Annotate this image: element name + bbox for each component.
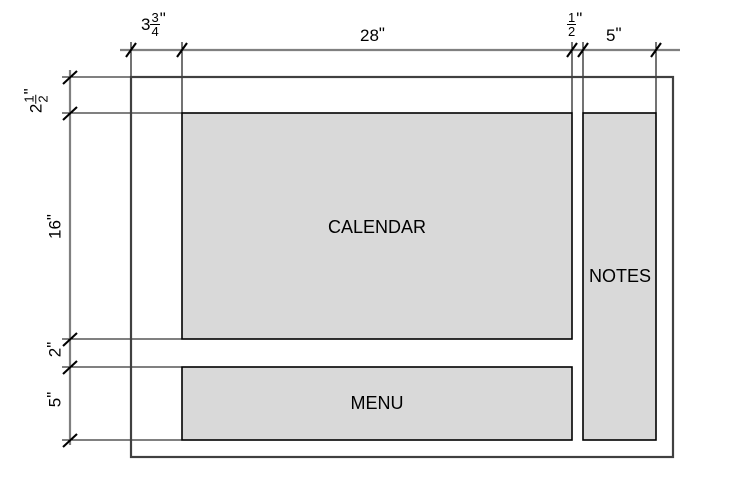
tick-v-frame-top <box>62 70 78 85</box>
notes-panel-label: NOTES <box>588 266 651 286</box>
dimension-lines <box>68 48 680 445</box>
calendar-panel[interactable] <box>181 112 573 340</box>
tick-v-menu-top <box>62 360 78 375</box>
tick-h-notes-right <box>650 42 662 58</box>
dim-unit-left-margin: " <box>159 9 166 28</box>
dimension-ticks <box>62 42 662 448</box>
tick-h-calendar-left <box>176 42 188 58</box>
tick-h-calendar-right <box>566 42 578 58</box>
dimension-label-calendar-width: 28" <box>360 24 385 45</box>
notes-panel[interactable] <box>582 112 657 441</box>
tick-v-calendar-top <box>62 106 78 121</box>
calendar-panel-label: CALENDAR <box>327 217 427 237</box>
dimension-label-calendar-height: 16" <box>43 214 65 239</box>
tick-v-menu-bottom <box>62 433 78 448</box>
menu-panel-label: MENU <box>350 393 404 413</box>
outer-frame <box>129 75 675 459</box>
dimension-label-menu-height: 5" <box>43 391 65 408</box>
dim-whole-left-margin: 3 <box>141 15 151 35</box>
tick-v-calendar-bottom <box>62 332 78 347</box>
menu-panel[interactable] <box>181 366 573 441</box>
tick-h-frame-left <box>125 42 137 58</box>
dimension-label-notes-width: 5" <box>606 24 622 45</box>
tick-h-notes-left <box>577 42 589 58</box>
